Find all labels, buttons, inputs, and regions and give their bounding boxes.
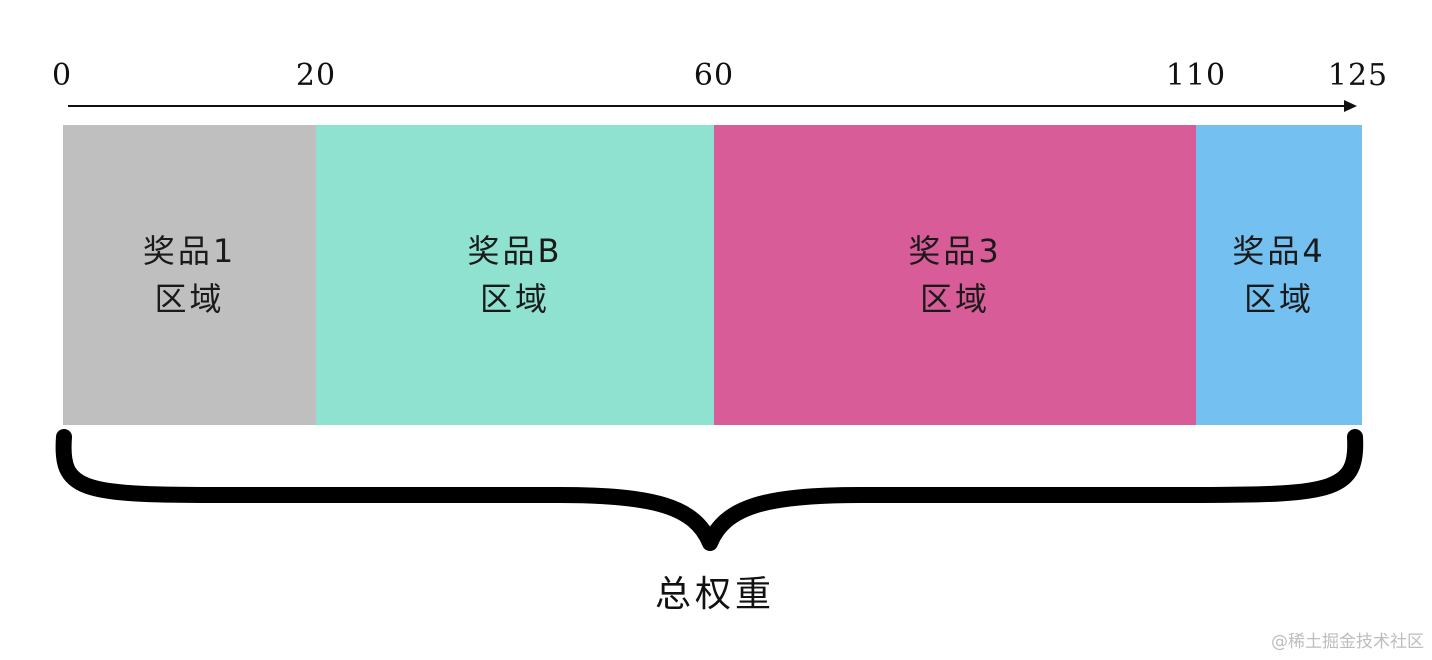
axis-tick-110: 110 — [1165, 58, 1227, 93]
curly-brace-icon — [55, 429, 1364, 551]
segment-title: 奖品3 — [908, 232, 1002, 270]
axis-line — [68, 105, 1350, 107]
watermark: @稀土掘金技术社区 — [1271, 632, 1424, 652]
segment-prize-1: 奖品1 区域 — [63, 125, 316, 425]
axis-tick-125: 125 — [1327, 58, 1389, 93]
axis-tick-0: 0 — [51, 58, 73, 93]
segment-title: 奖品B — [467, 232, 563, 270]
segment-subtitle: 区域 — [154, 280, 225, 318]
total-weight-label: 总权重 — [654, 574, 776, 615]
segment-prize-b: 奖品B 区域 — [316, 125, 714, 425]
axis-tick-20: 20 — [295, 58, 337, 93]
segment-subtitle: 区域 — [479, 280, 550, 318]
segment-subtitle: 区域 — [1243, 280, 1314, 318]
segment-title: 奖品1 — [142, 232, 237, 270]
axis-arrow-icon — [1344, 100, 1357, 112]
axis-tick-60: 60 — [693, 58, 735, 93]
segment-prize-3: 奖品3 区域 — [714, 125, 1196, 425]
segment-title: 奖品4 — [1232, 232, 1326, 270]
segment-subtitle: 区域 — [919, 280, 990, 318]
segment-prize-4: 奖品4 区域 — [1196, 125, 1362, 425]
